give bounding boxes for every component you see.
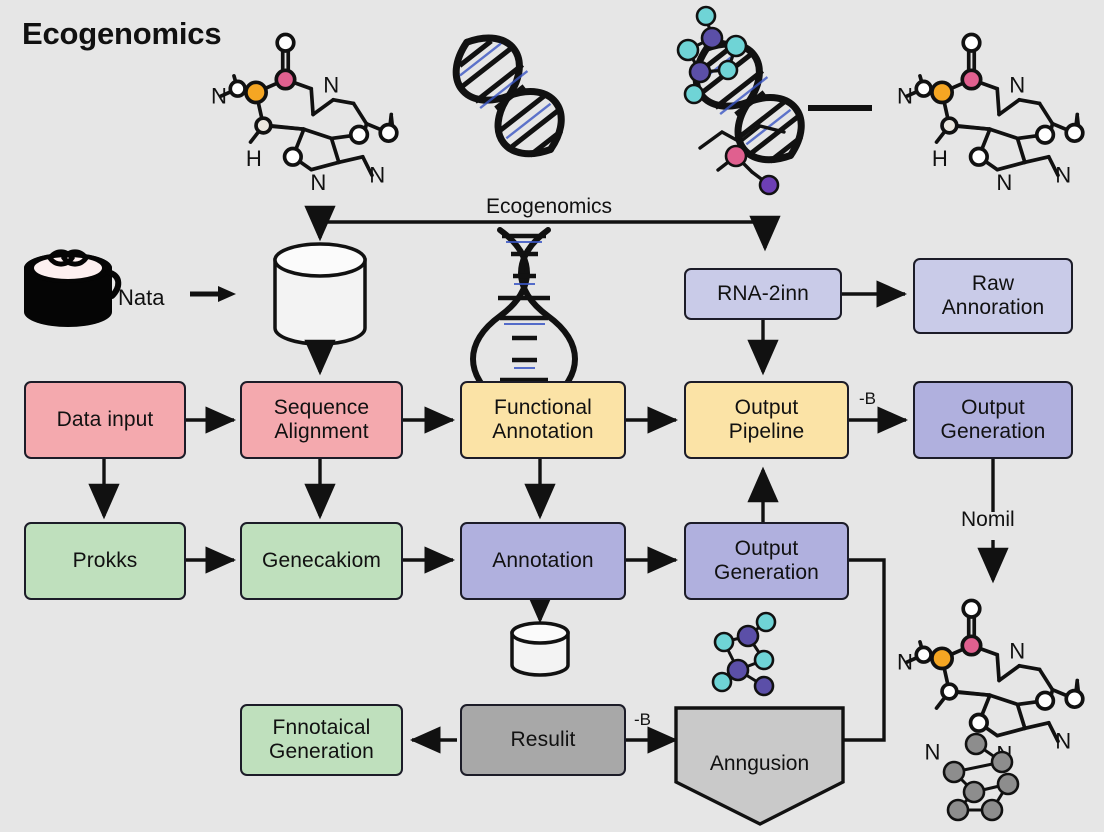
node-raw-annoration[interactable]: Raw Annoration [913, 258, 1073, 334]
svg-text:N: N [369, 163, 385, 188]
svg-text:N: N [310, 170, 326, 195]
node-fnnotaical-generation[interactable]: Fnnotaical Generation [240, 704, 403, 776]
molecule-cluster-top-icon [676, 5, 748, 105]
node-genecakiom-label: Genecakiom [262, 549, 381, 573]
node-rna-2inn-label: RNA-2inn [717, 282, 809, 306]
molecule-cluster-bottom-icon [942, 732, 1020, 822]
connector-group [88, 205, 1009, 826]
svg-text:N: N [1055, 163, 1071, 188]
center-label-ecogenomics: Ecogenomics [486, 195, 613, 218]
node-fnnotaical-generation-label: Fnnotaical Generation [269, 716, 374, 763]
edge-label-resulit-to-anngusion: -B [634, 710, 651, 729]
svg-text:N: N [897, 83, 913, 108]
source-label-nata: Nata [118, 285, 165, 310]
source-arrow-icon [190, 286, 236, 302]
node-resulit[interactable]: Resulit [460, 704, 626, 776]
molecule-bottom-right-icon: N N N N N [897, 598, 1085, 766]
node-prokks-label: Prokks [72, 549, 138, 573]
svg-text:N: N [211, 83, 227, 108]
svg-text:H: H [246, 146, 262, 171]
node-genecakiom[interactable]: Genecakiom [240, 522, 403, 600]
node-anngusion-label: Anngusion [709, 752, 810, 775]
molecule-top-left-icon: N N N N H [211, 32, 399, 195]
node-output-generation-right[interactable]: Output Generation [913, 381, 1073, 459]
node-output-pipeline-label: Output Pipeline [728, 396, 805, 443]
node-anngusion[interactable]: Anngusion [676, 708, 843, 824]
node-resulit-label: Resulit [510, 728, 576, 752]
node-rna-2inn[interactable]: RNA-2inn [684, 268, 842, 320]
edge-label-pipeline-to-generation: -B [859, 389, 876, 408]
svg-text:N: N [1009, 638, 1025, 663]
molecule-cluster-mid-icon [711, 611, 777, 697]
dna-helix-vertical-icon [470, 227, 578, 405]
node-output-generation-right-label: Output Generation [940, 396, 1046, 443]
dna-helix-left-icon [452, 34, 565, 158]
source-database-icon [24, 249, 122, 327]
node-raw-annoration-label: Raw Annoration [941, 272, 1045, 319]
svg-text:N: N [996, 170, 1012, 195]
page-title: Ecogenomics [22, 16, 222, 51]
molecule-top-right-icon: N N N N H [897, 32, 1085, 195]
connector-generation-to-anngusion [843, 558, 886, 742]
node-annotation[interactable]: Annotation [460, 522, 626, 600]
annotation-database-icon [510, 621, 570, 677]
node-data-input[interactable]: Data input [24, 381, 186, 459]
svg-text:N: N [925, 740, 941, 765]
node-output-generation-mid-label: Output Generation [714, 537, 819, 584]
node-prokks[interactable]: Prokks [24, 522, 186, 600]
node-functional-annotation[interactable]: Functional Annotation [460, 381, 626, 459]
node-functional-annotation-label: Functional Annotation [492, 396, 594, 443]
svg-text:N: N [1055, 729, 1071, 754]
svg-text:N: N [323, 72, 339, 97]
node-data-input-label: Data input [56, 408, 154, 432]
node-sequence-alignment-label: Sequence Alignment [273, 396, 370, 443]
dna-helix-right-icon [692, 40, 805, 164]
node-sequence-alignment[interactable]: Sequence Alignment [240, 381, 403, 459]
right-label-nomil: Nomil [961, 508, 1015, 531]
node-output-pipeline[interactable]: Output Pipeline [684, 381, 849, 459]
svg-text:H: H [932, 146, 948, 171]
molecule-chain-icon [698, 124, 786, 196]
svg-text:N: N [897, 649, 913, 674]
node-output-generation-mid[interactable]: Output Generation [684, 522, 849, 600]
svg-text:N: N [1009, 72, 1025, 97]
anngusion-shape [674, 706, 845, 826]
pipeline-database-icon [273, 242, 367, 346]
node-annotation-label: Annotation [492, 549, 594, 573]
